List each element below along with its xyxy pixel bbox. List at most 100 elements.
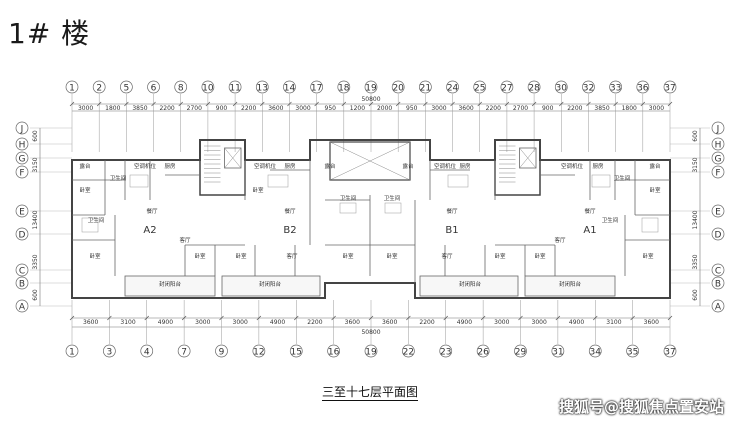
bottom-dim-label: 2200 (419, 319, 434, 326)
room-label: 厨房 (164, 162, 176, 170)
top-dim-label: 1800 (105, 105, 120, 112)
bottom-axis-label: 19 (365, 348, 377, 358)
top-tick (368, 101, 374, 107)
bottom-axis-bubble (402, 344, 415, 358)
top-axis-bubble (364, 80, 378, 94)
bottom-axis-bubble (252, 344, 266, 358)
top-axis-label: 37 (664, 84, 675, 94)
room-label: 客厅 (441, 252, 453, 260)
fixture (591, 174, 611, 188)
bottom-axis-label: 16 (328, 348, 340, 358)
top-dim-label: 3600 (458, 105, 473, 112)
top-axis-label: 28 (528, 84, 540, 94)
side-axis-label: A (715, 303, 722, 313)
room-label: 封闭阳台 (459, 280, 482, 288)
bottom-tick (219, 315, 224, 321)
elevator-shaft (224, 147, 242, 169)
bottom-axis-label: 37 (664, 348, 675, 358)
floor-caption: 三至十七层平面图 (0, 383, 740, 401)
watermark: 搜狐号@搜狐焦点置安站 (558, 398, 724, 416)
room-label: 厨房 (284, 162, 296, 170)
top-dim-label: 2200 (567, 105, 582, 112)
top-axis-label: 21 (420, 84, 431, 94)
top-axis-bubble (92, 80, 106, 94)
side-dim-label: 600 (692, 289, 699, 301)
bottom-axis-bubble (103, 344, 116, 358)
top-axis-label: 27 (501, 84, 512, 94)
bottom-tick (443, 315, 448, 321)
top-dim-label: 3850 (594, 105, 609, 112)
top-axis-bubble (582, 80, 595, 94)
side-axis-label: C (19, 267, 25, 277)
fixture (129, 174, 149, 188)
bottom-tick (144, 315, 149, 321)
bottom-axis-label: 3 (107, 348, 113, 358)
top-axis-bubble (473, 80, 487, 94)
top-axis-label: 25 (474, 84, 485, 94)
top-axis-label: 5 (123, 84, 129, 94)
top-dim-label: 900 (542, 105, 554, 112)
top-axis-label: 14 (284, 84, 296, 94)
room-label: 卫生间 (88, 216, 105, 224)
bottom-axis-bubble (476, 344, 490, 358)
side-axis-bubble (15, 263, 29, 277)
bottom-axis-bubble (626, 344, 639, 358)
top-axis-bubble (65, 80, 79, 94)
room-label: 空调机位 (561, 162, 584, 170)
top-dim-label: 2200 (241, 105, 256, 112)
top-axis-bubble (255, 80, 269, 94)
top-axis-bubble (120, 80, 133, 94)
bottom-tick (181, 315, 187, 321)
side-axis-label: J (20, 125, 24, 135)
top-axis-label: 10 (202, 84, 214, 94)
room-label: 卧室 (342, 252, 354, 260)
room-label: 卧室 (194, 252, 206, 260)
side-axis-bubble (711, 263, 725, 277)
fixture (384, 202, 402, 214)
side-axis-label: D (19, 231, 26, 241)
side-axis-bubble (15, 276, 29, 290)
side-dim-label: 3150 (692, 157, 699, 172)
bottom-axis-label: 23 (440, 348, 451, 358)
bottom-tick (294, 315, 299, 321)
fixture (641, 217, 659, 233)
top-tick (341, 101, 347, 107)
top-dim-label: 3850 (132, 105, 147, 112)
bottom-dim-label: 3000 (494, 319, 509, 326)
top-axis-label: 20 (392, 84, 404, 94)
side-dim-label: 13400 (692, 210, 699, 229)
room-label: 露台 (402, 162, 414, 170)
side-axis-bubble (711, 165, 725, 179)
top-dim-label: 2000 (377, 105, 392, 112)
room-label: 封闭阳台 (559, 280, 582, 288)
top-axis-bubble (636, 80, 650, 94)
top-dim-label: 1800 (622, 105, 637, 112)
unit-label: B2 (283, 225, 296, 236)
top-axis-bubble (283, 80, 296, 94)
top-tick (260, 101, 265, 107)
top-axis-label: 19 (365, 84, 377, 94)
side-axis-label: H (715, 141, 722, 151)
side-dim-label: 3350 (692, 254, 699, 269)
top-dim-label: 950 (406, 105, 418, 112)
bottom-axis-label: 34 (590, 348, 602, 358)
side-axis-bubble (711, 227, 725, 241)
bottom-dim-label: 3000 (195, 319, 210, 326)
bottom-axis-label: 15 (291, 348, 302, 358)
bottom-dim-label: 3600 (345, 319, 360, 326)
room-label: 卫生间 (110, 174, 127, 182)
room-label: 封闭阳台 (259, 280, 282, 288)
side-axis-label: F (715, 169, 720, 179)
bottom-tick (331, 315, 336, 321)
room-label: 空调机位 (254, 162, 277, 170)
bottom-axis-bubble (215, 344, 228, 358)
elevator-cross (519, 147, 537, 169)
top-axis-label: 11 (229, 84, 240, 94)
top-axis-bubble (500, 80, 514, 94)
bottom-dim-label: 2200 (307, 319, 322, 326)
bottom-tick (480, 315, 486, 321)
bottom-axis-label: 7 (181, 348, 187, 358)
top-axis-label: 13 (257, 84, 268, 94)
